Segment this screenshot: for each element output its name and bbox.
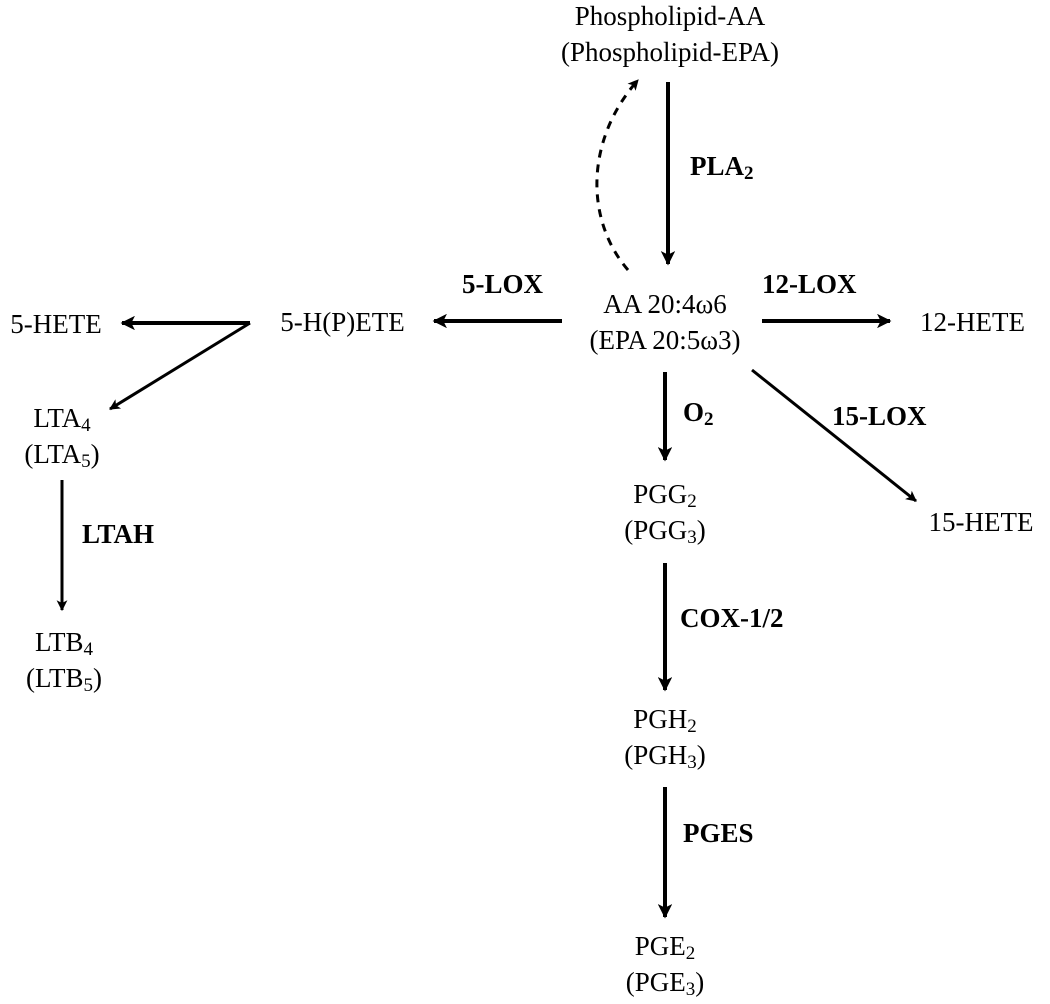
node-phospholipid: Phospholipid-AA (Phospholipid-EPA) [520,0,820,70]
node-pge2-label: PGE2 [634,931,696,964]
arrow-dashed-aa-to-phospholipid [595,79,640,271]
enzyme-pla2: PLA2 [690,151,754,184]
node-epa-label: (EPA 20:5ω3) [589,325,741,355]
node-15hete: 15-HETE [912,504,1050,540]
node-pgg3-label: (PGG3) [624,515,706,548]
node-lta4-label: LTA4 [33,403,91,436]
node-pgh2-label: PGH2 [633,704,697,737]
node-aa-label: AA 20:4ω6 [603,289,727,319]
arrow-5hpete-to-lta [109,321,251,411]
node-15hete-label: 15-HETE [928,507,1034,537]
node-lta: LTA4 (LTA5) [4,400,120,472]
enzyme-pges: PGES [683,818,754,848]
node-12hete: 12-HETE [905,304,1040,340]
node-lta5-label: (LTA5) [24,439,100,472]
node-ltb: LTB4 (LTB5) [6,624,122,696]
node-12hete-label: 12-HETE [920,307,1025,337]
enzyme-12lox: 12-LOX [762,269,857,299]
node-pgh: PGH2 (PGH3) [600,701,730,773]
enzyme-o2: O2 [683,397,714,430]
node-pgg: PGG2 (PGG3) [600,476,730,548]
node-phospholipid-aa: Phospholipid-AA [574,1,766,31]
enzyme-ltah: LTAH [82,519,155,549]
node-pge3-label: (PGE3) [625,967,705,1000]
node-pgg2-label: PGG2 [633,479,697,512]
node-aa: AA 20:4ω6 (EPA 20:5ω3) [560,286,770,358]
node-pge: PGE2 (PGE3) [600,928,730,1000]
node-ltb4-label: LTB4 [34,627,93,660]
enzyme-15lox: 15-LOX [832,401,927,431]
node-5hete: 5-HETE [0,306,112,342]
arrow-aa-to-15hete [751,368,917,503]
node-5hete-label: 5-HETE [10,309,102,339]
node-phospholipid-epa: (Phospholipid-EPA) [560,37,780,67]
enzyme-cox: COX-1/2 [680,603,784,633]
enzyme-5lox: 5-LOX [462,269,543,299]
node-5hpete-label: 5-H(P)ETE [280,307,405,337]
node-ltb5-label: (LTB5) [25,663,102,696]
node-5hpete: 5-H(P)ETE [260,304,425,340]
node-pgh3-label: (PGH3) [624,740,706,773]
